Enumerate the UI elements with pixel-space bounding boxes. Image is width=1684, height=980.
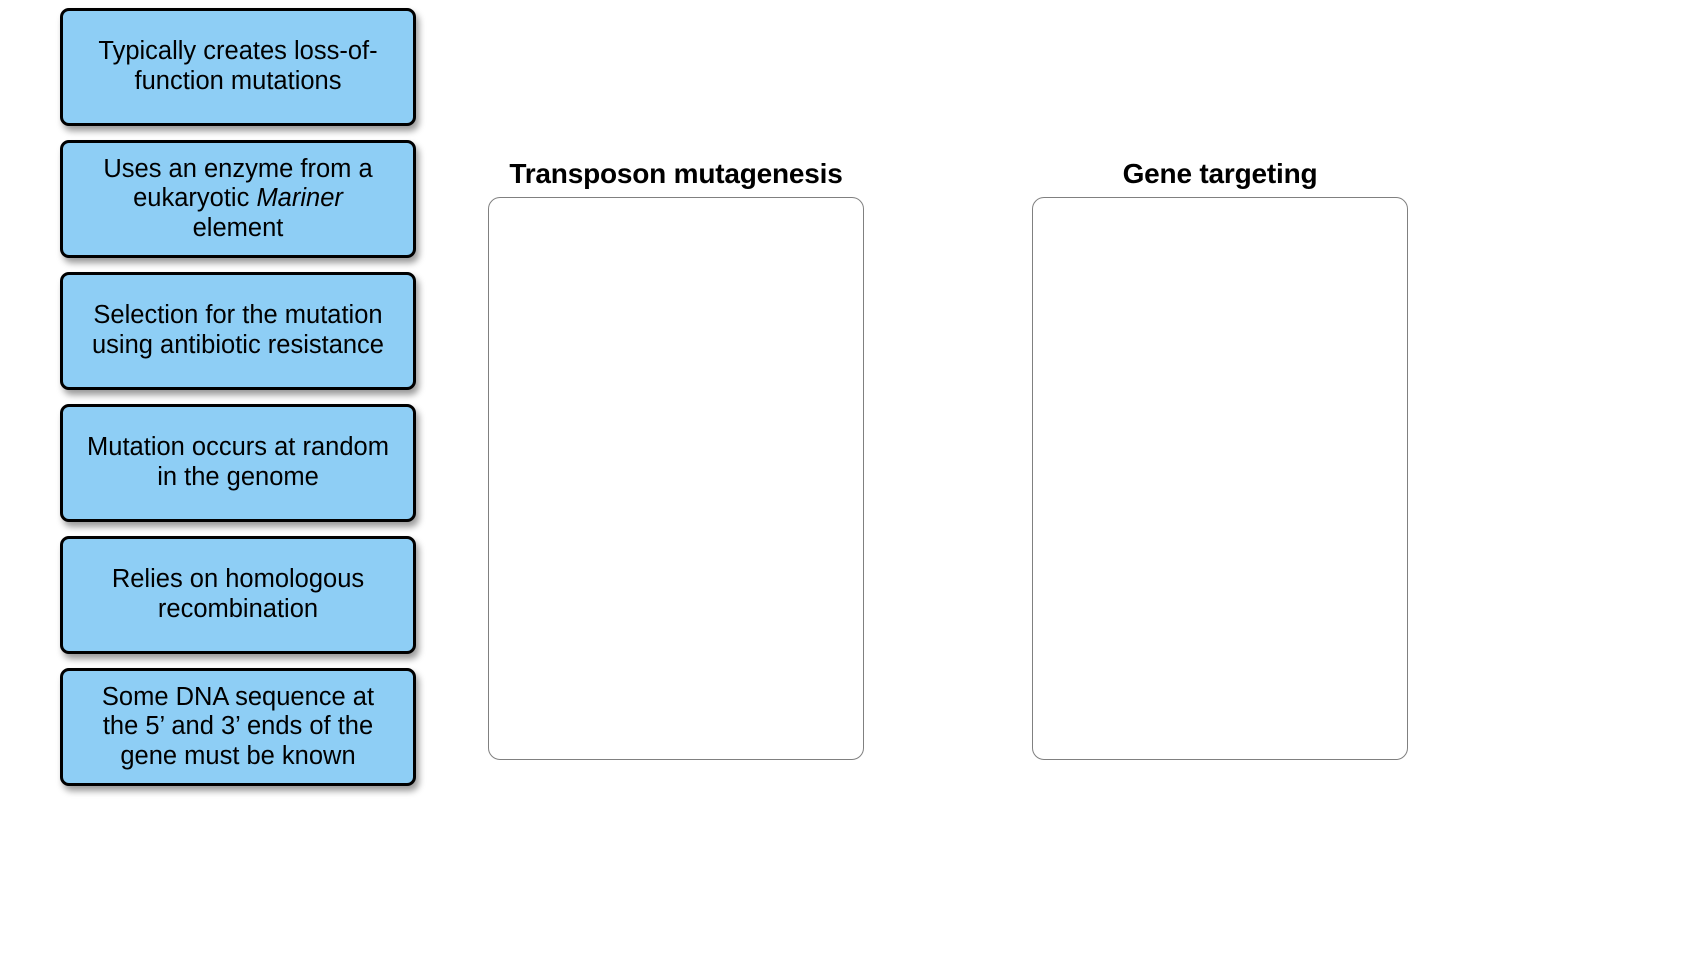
dropzone-transposon-mutagenesis[interactable] bbox=[488, 197, 864, 760]
card-5-label: Relies on homologous recombination bbox=[111, 565, 365, 623]
dropzone-title-transposon: Transposon mutagenesis bbox=[509, 158, 843, 189]
card-1-label: Typically creates loss-of- function muta… bbox=[98, 37, 378, 95]
dropzone-gene-targeting[interactable] bbox=[1032, 197, 1408, 760]
dropzone-group-transposon: Transposon mutagenesis bbox=[488, 158, 864, 760]
card-2-line-2-prefix: eukaryotic bbox=[133, 184, 257, 213]
draggable-card-5[interactable]: Relies on homologous recombination bbox=[60, 536, 416, 654]
dropzone-group-gene-targeting: Gene targeting bbox=[1032, 158, 1408, 760]
card-6-label: Some DNA sequence at the 5’ and 3’ ends … bbox=[101, 682, 375, 770]
card-4-label: Mutation occurs at random in the genome bbox=[87, 433, 389, 491]
card-3-label: Selection for the mutation using antibio… bbox=[92, 301, 384, 359]
card-2-label: Uses an enzyme from a eukaryotic Mariner… bbox=[103, 154, 373, 242]
draggable-card-6[interactable]: Some DNA sequence at the 5’ and 3’ ends … bbox=[60, 668, 416, 786]
dropzone-title-gene-targeting: Gene targeting bbox=[1122, 158, 1318, 189]
answer-card-column: Typically creates loss-of- function muta… bbox=[60, 8, 416, 800]
draggable-card-3[interactable]: Selection for the mutation using antibio… bbox=[60, 272, 416, 390]
draggable-card-1[interactable]: Typically creates loss-of- function muta… bbox=[60, 8, 416, 126]
draggable-card-4[interactable]: Mutation occurs at random in the genome bbox=[60, 404, 416, 522]
draggable-card-2[interactable]: Uses an enzyme from a eukaryotic Mariner… bbox=[60, 140, 416, 258]
card-2-italic-term: Mariner bbox=[256, 184, 343, 213]
